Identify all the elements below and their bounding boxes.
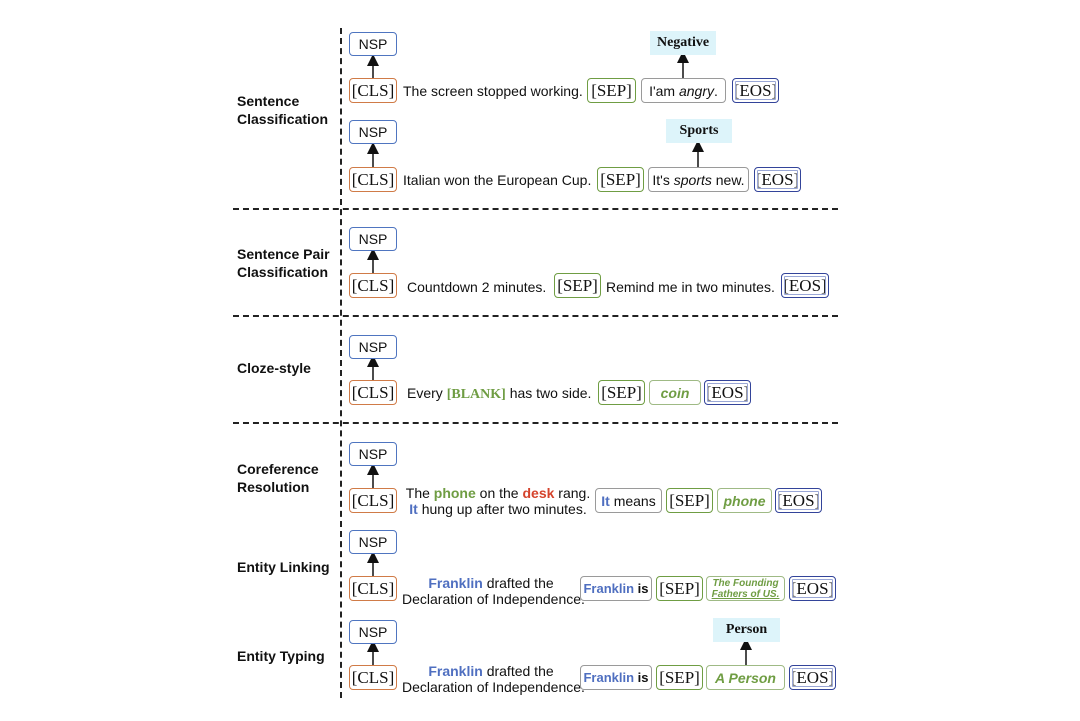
sep-token: [SEP] bbox=[554, 273, 601, 298]
sep-token: [SEP] bbox=[666, 488, 713, 513]
sentence-text: Italian won the European Cup. bbox=[403, 172, 592, 188]
query-franklin: Franklin bbox=[583, 581, 635, 596]
target-emphasis: angry bbox=[678, 82, 715, 99]
query-is: is bbox=[634, 581, 649, 596]
vertical-divider bbox=[340, 28, 342, 698]
target-text: I'am bbox=[649, 82, 679, 99]
cloze-post: has two side. bbox=[505, 385, 592, 401]
query-box: Franklin is bbox=[580, 576, 652, 601]
task-sentence-pair-classification: Sentence Pair Classification bbox=[237, 246, 330, 280]
nsp-box: NSP bbox=[349, 442, 397, 466]
query-it: It bbox=[601, 492, 610, 509]
target-text: It's bbox=[652, 171, 674, 188]
sentence-a: Countdown 2 minutes. bbox=[407, 279, 547, 295]
text: The bbox=[405, 485, 434, 501]
label-sports: Sports bbox=[666, 119, 732, 143]
mention-it: It bbox=[409, 501, 418, 517]
nsp-box: NSP bbox=[349, 32, 397, 56]
task-cloze-style: Cloze-style bbox=[237, 360, 311, 376]
eos-token: [EOS] bbox=[704, 380, 751, 405]
section-divider bbox=[233, 208, 838, 210]
mention-franklin: Franklin bbox=[428, 663, 483, 679]
eos-token: [EOS] bbox=[754, 167, 801, 192]
task-entity-typing: Entity Typing bbox=[237, 648, 325, 664]
el-line-1: Franklin drafted the bbox=[402, 575, 580, 591]
et-line-1: Franklin drafted the bbox=[402, 663, 580, 679]
sep-token: [SEP] bbox=[597, 167, 644, 192]
et-line-2: Declaration of Independence. bbox=[402, 679, 585, 695]
answer-line-1: The Founding bbox=[712, 577, 779, 589]
cls-token: [CLS] bbox=[349, 380, 397, 405]
task-sentence-classification: Sentence Classification bbox=[237, 93, 329, 127]
label-person: Person bbox=[713, 618, 780, 642]
cls-token: [CLS] bbox=[349, 488, 397, 513]
query-rest: means bbox=[609, 492, 656, 509]
section-divider bbox=[233, 422, 838, 424]
sep-token: [SEP] bbox=[656, 665, 703, 690]
eos-token: [EOS] bbox=[789, 665, 836, 690]
eos-token: [EOS] bbox=[781, 273, 829, 298]
cloze-pre: Every bbox=[407, 385, 447, 401]
nsp-box: NSP bbox=[349, 227, 397, 251]
target-box: It's sports new. bbox=[648, 167, 749, 192]
query-franklin: Franklin bbox=[583, 670, 635, 685]
sentence-b: Remind me in two minutes. bbox=[606, 279, 775, 295]
cls-token: [CLS] bbox=[349, 576, 397, 601]
answer-a-person: A Person bbox=[706, 665, 785, 690]
el-line-2: Declaration of Independence. bbox=[402, 591, 585, 607]
text: hung up after two minutes. bbox=[417, 501, 587, 517]
cls-token: [CLS] bbox=[349, 273, 397, 298]
sentence-text: The screen stopped working. bbox=[403, 83, 583, 99]
coref-line-1: The phone on the desk rang. bbox=[405, 485, 591, 501]
mention-desk: desk bbox=[522, 485, 555, 501]
answer-founding-fathers: The Founding Fathers of US. bbox=[706, 576, 785, 601]
cls-token: [CLS] bbox=[349, 78, 397, 103]
et-sentence: Franklin drafted the Declaration of Inde… bbox=[402, 663, 585, 695]
sep-token: [SEP] bbox=[587, 78, 636, 103]
task-coreference-resolution: Coreference Resolution bbox=[237, 461, 319, 495]
text: rang. bbox=[554, 485, 591, 501]
nsp-box: NSP bbox=[349, 620, 397, 644]
answer-line-2: Fathers of US. bbox=[711, 588, 780, 600]
answer-phone: phone bbox=[717, 488, 772, 513]
eos-token: [EOS] bbox=[789, 576, 836, 601]
coref-line-2: It hung up after two minutes. bbox=[405, 501, 591, 517]
query-box: Franklin is bbox=[580, 665, 652, 690]
sep-token: [SEP] bbox=[598, 380, 645, 405]
target-box: I'am angry. bbox=[641, 78, 726, 103]
eos-token: [EOS] bbox=[732, 78, 779, 103]
eos-token: [EOS] bbox=[775, 488, 822, 513]
target-text-end: . bbox=[714, 82, 718, 99]
text: drafted the bbox=[482, 575, 554, 591]
nsp-box: NSP bbox=[349, 120, 397, 144]
mention-phone: phone bbox=[433, 485, 476, 501]
task-entity-linking: Entity Linking bbox=[237, 559, 330, 575]
cls-token: [CLS] bbox=[349, 665, 397, 690]
mention-franklin: Franklin bbox=[428, 575, 483, 591]
section-divider bbox=[233, 315, 838, 317]
sep-token: [SEP] bbox=[656, 576, 703, 601]
target-text-end: new. bbox=[711, 171, 745, 188]
text: on the bbox=[475, 485, 523, 501]
blank-token: [BLANK] bbox=[446, 387, 506, 402]
el-sentence: Franklin drafted the Declaration of Inde… bbox=[402, 575, 585, 607]
answer-coin: coin bbox=[649, 380, 701, 405]
target-emphasis: sports bbox=[673, 171, 712, 188]
cls-token: [CLS] bbox=[349, 167, 397, 192]
query-box: It means bbox=[595, 488, 662, 513]
cloze-sentence: Every [BLANK] has two side. bbox=[407, 385, 591, 403]
nsp-box: NSP bbox=[349, 530, 397, 554]
query-is: is bbox=[634, 670, 649, 685]
nsp-box: NSP bbox=[349, 335, 397, 359]
label-negative: Negative bbox=[650, 31, 716, 55]
text: drafted the bbox=[482, 663, 554, 679]
coref-sentence: The phone on the desk rang. It hung up a… bbox=[405, 485, 591, 517]
